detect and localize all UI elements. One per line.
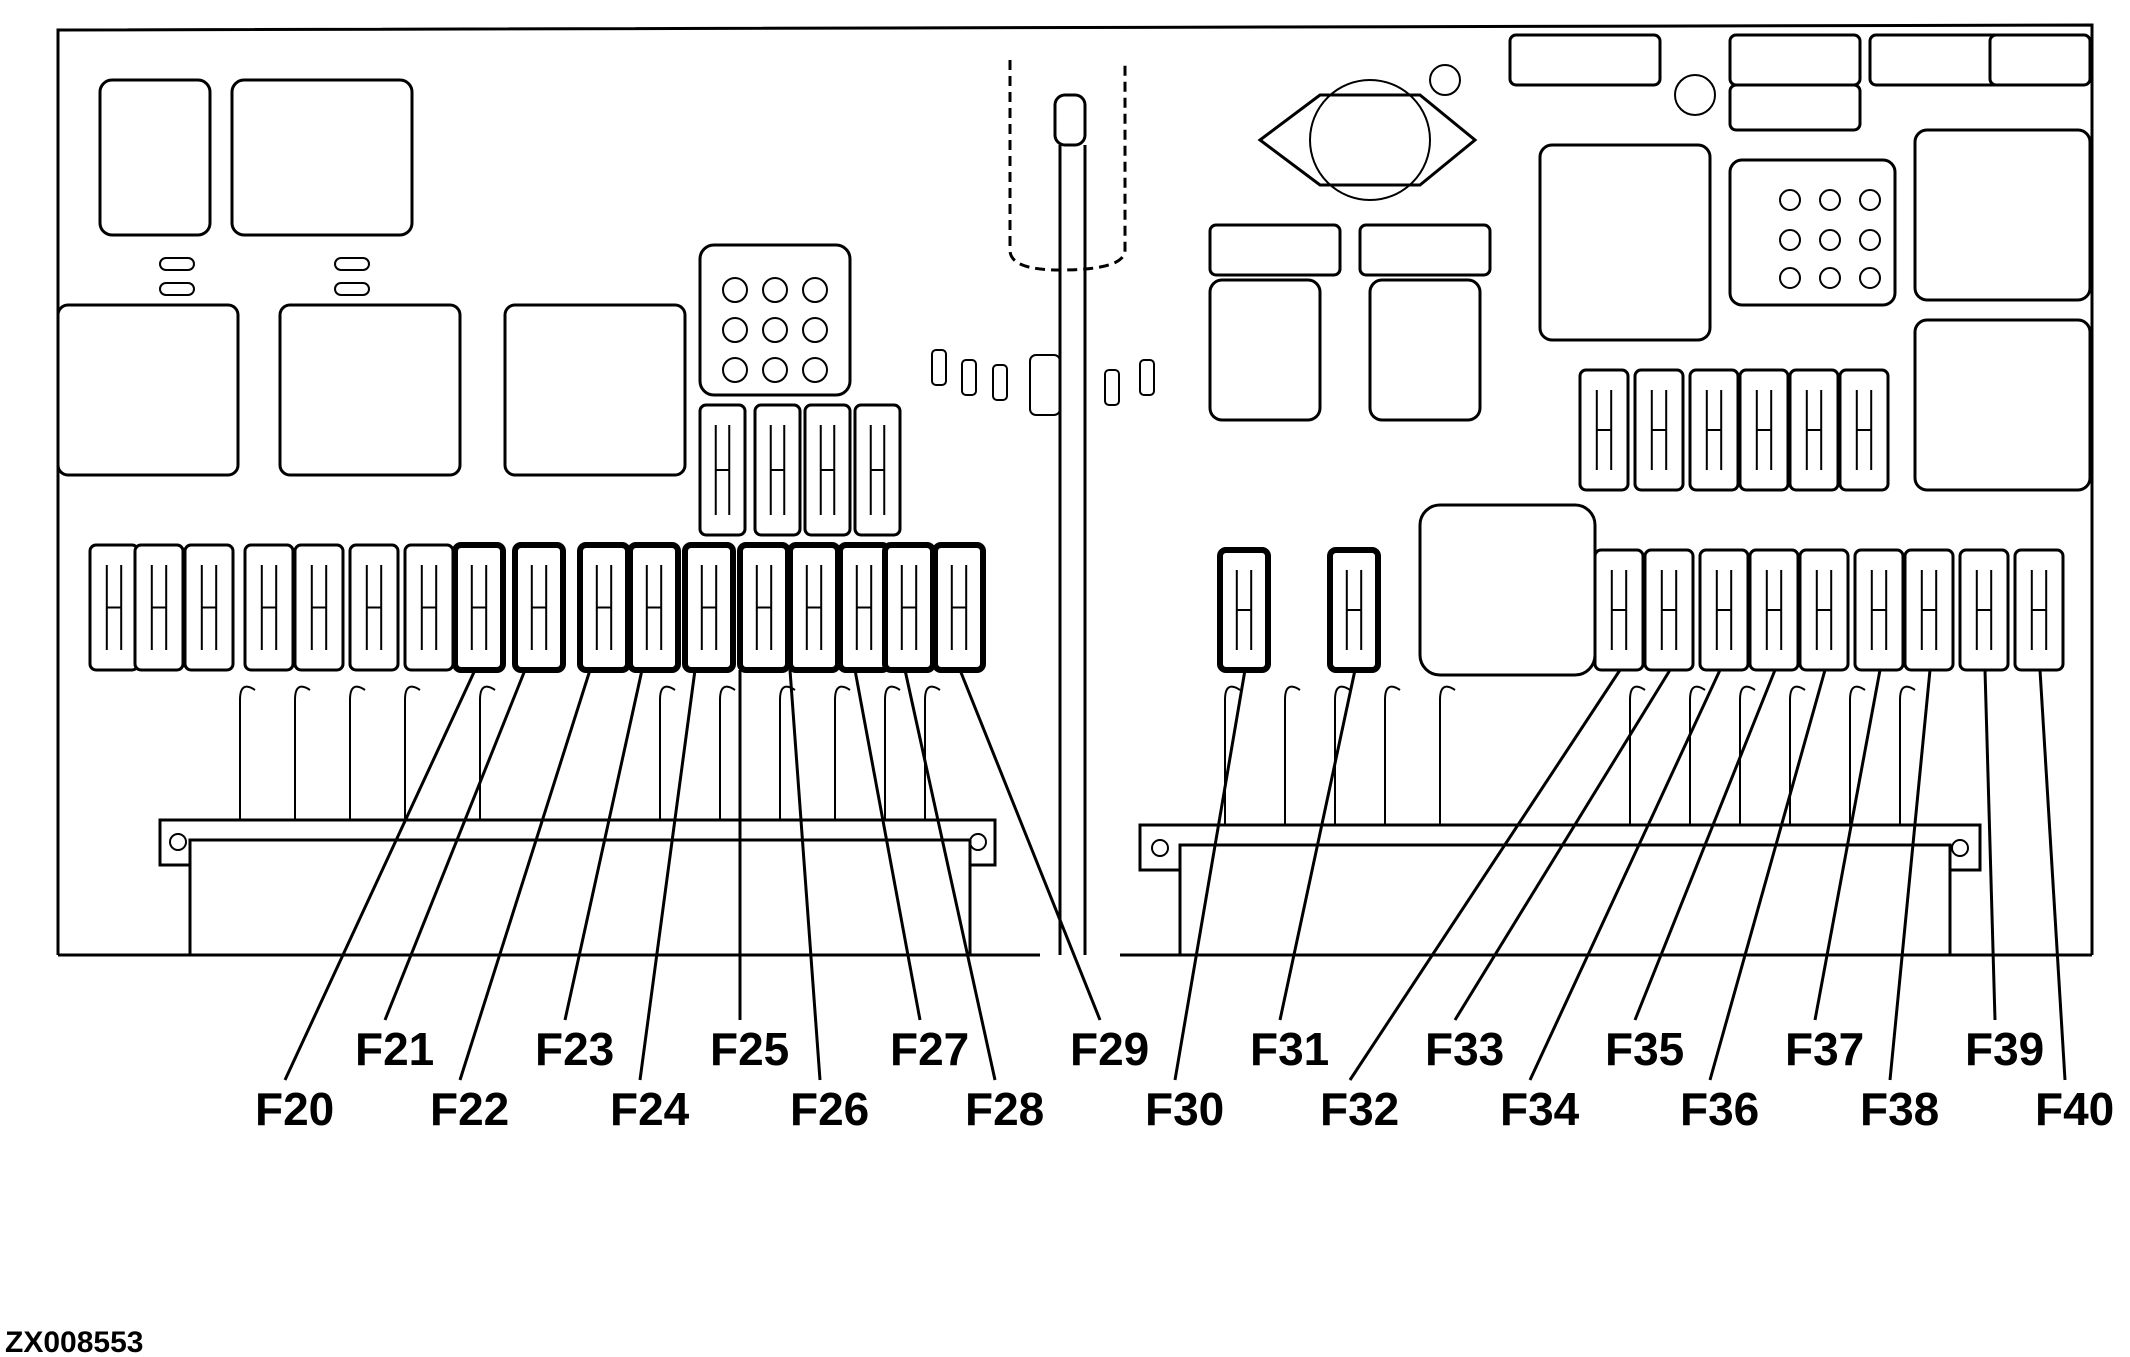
fuse-unlabelled	[348, 543, 400, 672]
fuse-label-f39: F39	[1965, 1023, 2044, 1075]
leader-line-f30	[1173, 669, 1247, 1081]
leader-line-f29	[958, 669, 1102, 1021]
leader-line-f32	[1348, 669, 1622, 1081]
fuse-f31	[1327, 547, 1381, 673]
wiring	[239, 685, 1916, 825]
fuse-f23	[627, 542, 681, 673]
connector-block-left	[698, 243, 852, 397]
leader-line-f21	[383, 669, 527, 1021]
fuse-label-f35: F35	[1605, 1023, 1684, 1075]
leader-line-f22	[458, 669, 592, 1081]
fuse-f39	[1958, 548, 2010, 672]
fuse-label-f23: F23	[535, 1023, 614, 1075]
fuse-label-f22: F22	[430, 1083, 509, 1135]
fuse-f26	[787, 542, 841, 673]
fuse-label-f37: F37	[1785, 1023, 1864, 1075]
leader-line-f39	[1983, 669, 1997, 1021]
fuse-f38	[1903, 548, 1955, 672]
fuse-f40	[2013, 548, 2065, 672]
fuse-upper-center	[853, 403, 902, 537]
fuse-upper-center	[753, 403, 802, 537]
label-leader-lines	[283, 669, 2067, 1081]
fuse-upper-right	[1633, 368, 1685, 492]
fuse-label-f26: F26	[790, 1083, 869, 1135]
reference-code: ZX008553	[5, 1326, 143, 1357]
fuse-label-f27: F27	[890, 1023, 969, 1075]
fuse-label-f31: F31	[1250, 1023, 1329, 1075]
fuse-upper-right	[1738, 368, 1790, 492]
leader-line-f20	[283, 669, 477, 1081]
fuse-label-f38: F38	[1860, 1083, 1939, 1135]
leader-line-f36	[1708, 669, 1827, 1081]
leader-line-f26	[788, 669, 822, 1081]
relay-group-left	[56, 78, 687, 477]
fuse-f30	[1217, 547, 1271, 673]
fuse-unlabelled	[133, 543, 185, 672]
fuse-upper-right	[1838, 368, 1890, 492]
fuse-label-f40: F40	[2035, 1083, 2114, 1135]
fuse-f21	[512, 542, 566, 673]
component-group-right	[1208, 33, 2092, 677]
fuse-upper-center	[803, 403, 852, 537]
fuse-label-f36: F36	[1680, 1083, 1759, 1135]
fuse-unlabelled	[243, 543, 295, 672]
fuse-f24	[682, 542, 736, 673]
fuse-row-right	[1217, 547, 2065, 673]
leader-line-f34	[1528, 669, 1722, 1081]
fuse-f36	[1798, 548, 1850, 672]
center-bus-bar	[1008, 60, 1127, 955]
component-resistors-center	[931, 349, 1155, 416]
fuse-f22	[577, 542, 631, 673]
fuse-label-f20: F20	[255, 1083, 334, 1135]
fuse-row-upper-center	[698, 403, 902, 537]
fuse-label-f32: F32	[1320, 1083, 1399, 1135]
fuse-unlabelled	[88, 543, 140, 672]
leader-line-f24	[638, 669, 697, 1081]
fuse-f35	[1748, 548, 1800, 672]
fuse-label-f21: F21	[355, 1023, 434, 1075]
fuse-unlabelled	[403, 543, 455, 672]
fuse-upper-right	[1688, 368, 1740, 492]
fuse-f27	[837, 542, 891, 673]
fuse-row-upper-right	[1578, 368, 1890, 492]
fuse-upper-right	[1578, 368, 1630, 492]
fuse-upper-center	[698, 403, 747, 537]
fuse-label-f34: F34	[1500, 1083, 1580, 1135]
leader-line-f28	[903, 669, 997, 1081]
fuse-f32	[1593, 548, 1645, 672]
fuse-upper-right	[1788, 368, 1840, 492]
fuse-label-f24: F24	[610, 1083, 690, 1135]
fuse-label-f28: F28	[965, 1083, 1044, 1135]
fuse-label-f29: F29	[1070, 1023, 1149, 1075]
fuse-label-f25: F25	[710, 1023, 789, 1075]
leader-line-f38	[1888, 669, 1932, 1081]
fuse-label-f33: F33	[1425, 1023, 1504, 1075]
fuse-row-left	[88, 542, 986, 673]
leader-line-f23	[563, 669, 644, 1021]
fuse-unlabelled	[183, 543, 235, 672]
fuse-f33	[1643, 548, 1695, 672]
leader-line-f33	[1453, 669, 1672, 1021]
fuse-f29	[932, 542, 986, 673]
connector-bar-right	[1138, 823, 1982, 957]
fuse-f34	[1698, 548, 1750, 672]
leader-line-f27	[853, 669, 922, 1021]
leader-line-f35	[1633, 669, 1777, 1021]
fuse-unlabelled	[293, 543, 345, 672]
leader-line-f31	[1278, 669, 1357, 1021]
connector-bar-left	[158, 818, 997, 957]
leader-line-f40	[2038, 669, 2067, 1081]
leader-line-f37	[1813, 669, 1882, 1021]
fuse-f28	[882, 542, 936, 673]
fuse-f20	[452, 542, 506, 673]
fuse-f37	[1853, 548, 1905, 672]
fuse-f25	[737, 542, 791, 673]
fuse-label-f30: F30	[1145, 1083, 1224, 1135]
